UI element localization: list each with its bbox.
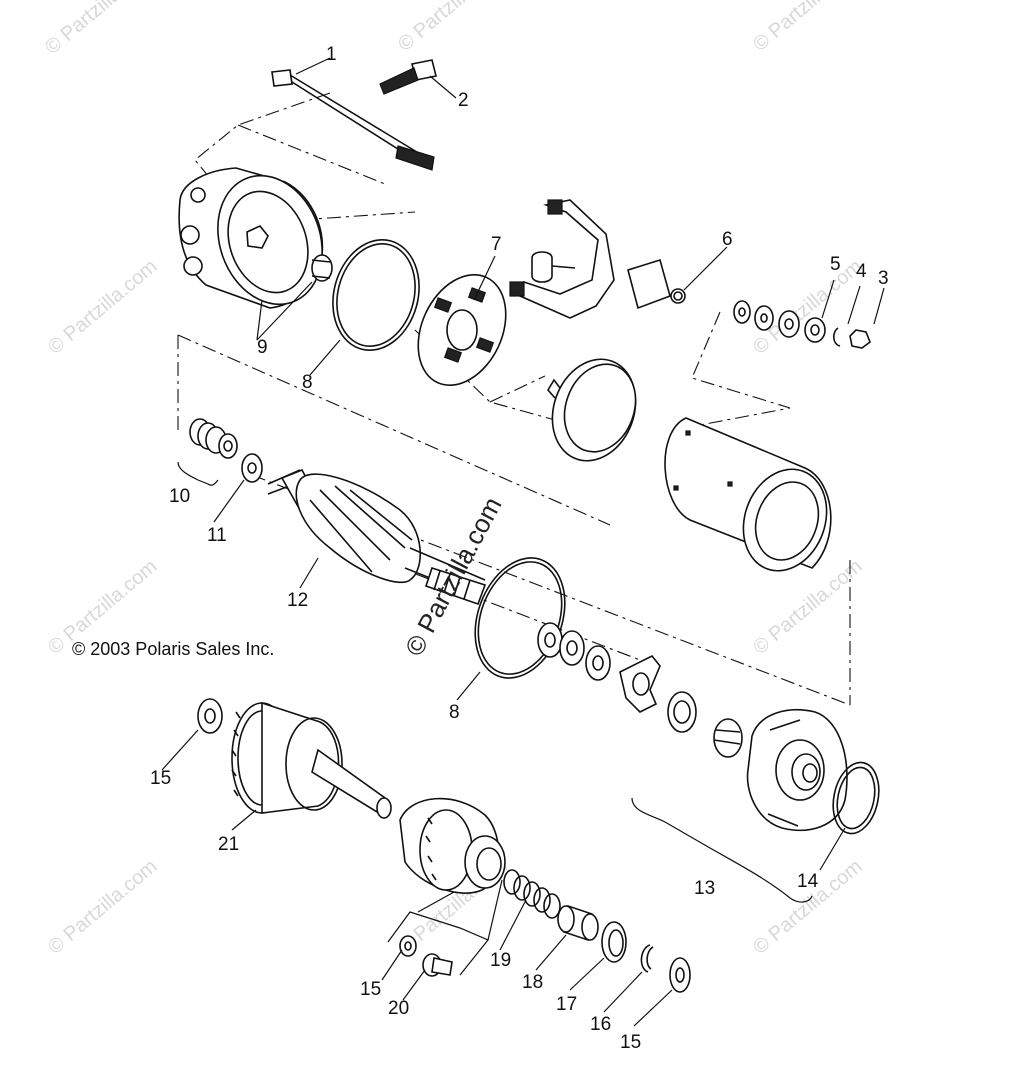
- overrunning-clutch: [399, 797, 506, 894]
- copyright-text: © 2003 Polaris Sales Inc.: [72, 639, 274, 659]
- callout-labels: 1 2 3 4 5 6 7 8 9 10 11 12 8 13 14 15 21…: [150, 44, 889, 1053]
- yoke-housing: [664, 417, 832, 572]
- washers-nut-stack: [733, 300, 871, 349]
- front-housing: [746, 709, 848, 832]
- callout-15-right: 15: [620, 1032, 641, 1053]
- callout-2: 2: [458, 90, 469, 111]
- callout-14: 14: [797, 871, 819, 892]
- pin-and-washer: [387, 879, 503, 977]
- brush-springs: [177, 418, 238, 486]
- thrust-washer-hole: [247, 462, 257, 474]
- front-o-ring: [832, 761, 880, 835]
- washer-stack-front: [537, 622, 743, 758]
- callout-18: 18: [522, 972, 543, 993]
- callout-19: 19: [490, 950, 511, 971]
- snap-ring-inner: [646, 946, 654, 970]
- callout-1: 1: [326, 44, 337, 65]
- watermark: © Partzilla.com: [394, 0, 511, 56]
- bolt: [379, 59, 437, 95]
- callout-15-left: 15: [150, 768, 171, 789]
- watermark: © Partzilla.com: [44, 255, 161, 358]
- small-o-ring: [670, 288, 686, 304]
- callout-9: 9: [257, 337, 268, 358]
- o-ring-bottom-inner: [477, 561, 563, 675]
- watermark: © Partzilla.com: [44, 855, 161, 958]
- housing-group-bracket: [631, 797, 813, 903]
- callout-8-bottom: 8: [449, 702, 460, 723]
- washer-right: [669, 957, 691, 993]
- thrust-washer: [241, 453, 263, 483]
- callout-12: 12: [287, 590, 308, 611]
- watermark: © Partzilla.com: [41, 0, 158, 59]
- center-watermark: © Partzilla.com: [399, 492, 508, 661]
- callout-11: 11: [207, 525, 227, 546]
- callout-17: 17: [556, 994, 577, 1015]
- watermark: © Partzilla.com: [749, 555, 866, 658]
- front-o-ring-inner: [836, 766, 876, 830]
- rear-end-housing: [178, 167, 333, 309]
- callout-20: 20: [388, 998, 409, 1019]
- callout-10: 10: [169, 486, 190, 507]
- leader-lines: [161, 57, 885, 1027]
- callout-16: 16: [590, 1014, 611, 1035]
- brush-holder-ring: [547, 358, 637, 462]
- snap-ring: [640, 944, 651, 973]
- callout-21: 21: [218, 834, 239, 855]
- callout-15-pin: 15: [360, 979, 381, 1000]
- callout-13: 13: [694, 878, 715, 899]
- washer-right-hole: [675, 967, 685, 983]
- callout-3: 3: [878, 268, 889, 289]
- callout-5: 5: [830, 254, 841, 275]
- assembly-lines: [177, 92, 851, 706]
- washer-left-hole: [204, 708, 216, 724]
- brush-holder-terminal: [509, 199, 671, 319]
- o-ring-top-inner: [336, 243, 416, 347]
- callout-6: 6: [722, 229, 733, 250]
- planetary-gear-assembly: [231, 701, 392, 819]
- watermark: © Partzilla.com: [749, 0, 866, 56]
- callout-7: 7: [491, 234, 502, 255]
- through-bolt: [271, 69, 435, 171]
- small-o-ring-inner: [673, 291, 683, 301]
- o-ring-bottom: [474, 557, 566, 679]
- return-spring: [503, 869, 561, 919]
- callout-4: 4: [856, 261, 867, 282]
- armature: [267, 468, 487, 606]
- washer-left: [197, 698, 223, 734]
- stop-ring-inner: [608, 929, 624, 957]
- stop-collar: [557, 904, 599, 942]
- callout-8-top: 8: [302, 372, 313, 393]
- o-ring-top: [332, 239, 420, 351]
